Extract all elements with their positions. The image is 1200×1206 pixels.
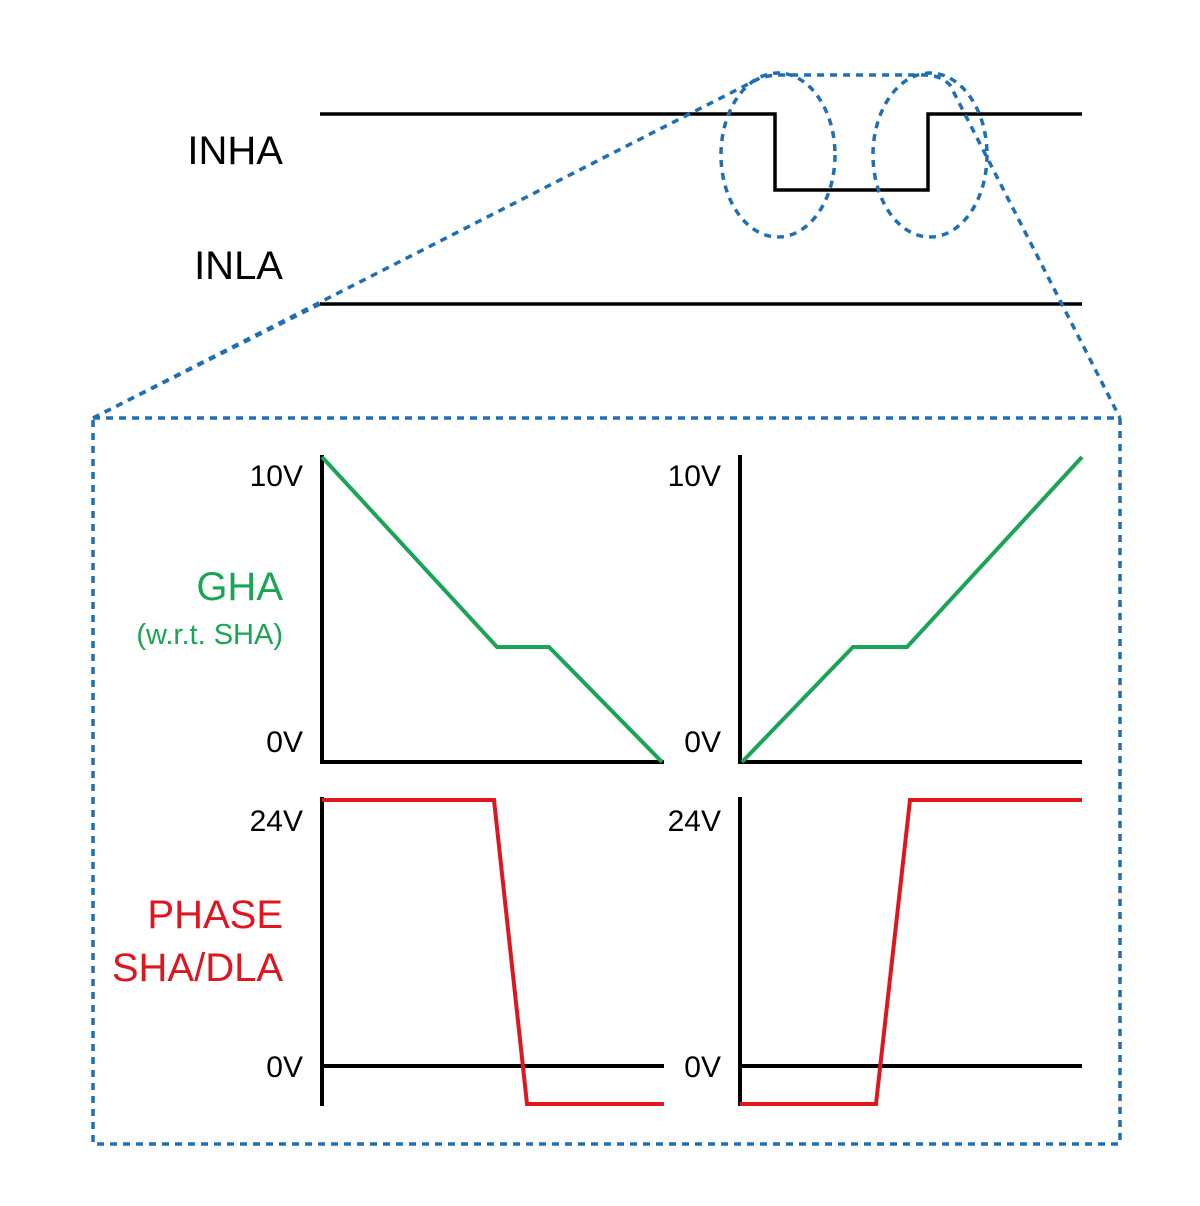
zoom-projection-outline <box>92 73 1122 420</box>
gha-left-axes <box>320 455 664 764</box>
phase-right-zero-tick: 0V <box>684 1051 721 1084</box>
phase-rising-trace <box>740 798 1082 1106</box>
gha-left-top-tick: 10V <box>250 460 303 493</box>
phase-left-zero-tick: 0V <box>266 1051 303 1084</box>
falling-edge-highlight <box>719 71 837 239</box>
gha-label: GHA <box>196 565 283 609</box>
gha-sublabel: (w.r.t. SHA) <box>136 619 283 651</box>
gha-right-zero-tick: 0V <box>684 726 721 759</box>
inla-label: INLA <box>194 244 283 288</box>
gha-turn-off-trace <box>320 455 664 764</box>
phase-label-line1: PHASE <box>147 893 283 937</box>
inha-waveform <box>320 112 1082 192</box>
phase-right-top-tick: 24V <box>668 805 721 838</box>
zoom-detail-box <box>91 416 1122 1146</box>
phase-label-line2: SHA/DLA <box>112 946 283 990</box>
gha-turn-on-trace <box>740 455 1084 764</box>
inha-label: INHA <box>187 129 283 173</box>
gha-left-zero-tick: 0V <box>266 726 303 759</box>
phase-left-top-tick: 24V <box>250 805 303 838</box>
gha-right-axes <box>738 455 1082 764</box>
gha-right-top-tick: 10V <box>668 460 721 493</box>
phase-falling-trace <box>322 798 664 1106</box>
rising-edge-highlight <box>871 71 989 239</box>
